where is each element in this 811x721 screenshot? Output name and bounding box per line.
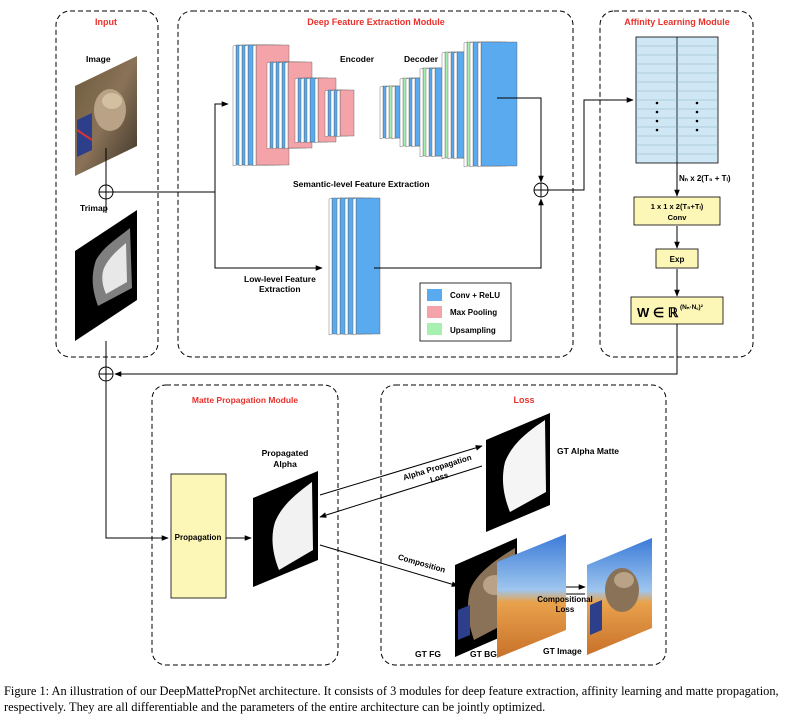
legend-swatch-conv [427,289,442,301]
gt-alpha-label: GT Alpha Matte [557,446,619,456]
concat-node-3 [98,366,114,382]
semantic-label: Semantic-level Feature Extraction [293,179,430,189]
propagated-label-2: Alpha [273,459,297,469]
image-label: Image [86,54,111,64]
encoder-layer-15 [336,89,355,138]
trimap-image [75,210,137,341]
propagated-alpha-image [253,471,318,587]
gt-image [587,538,652,655]
input-module-box [55,10,159,358]
deep-feature-title: Deep Feature Extraction Module [307,17,445,27]
propagated-label-1: Propagated [262,448,309,458]
gt-alpha-matte-image [486,413,550,532]
affinity-matrix [635,36,719,164]
legend-swatch-up [427,323,442,335]
encoder-label: Encoder [340,54,375,64]
lowlevel-label-2: Extraction [259,284,301,294]
legend-up-label: Upsampling [450,326,496,335]
input-image [75,56,137,176]
decoder-label: Decoder [404,54,439,64]
deep-feature-module-box [177,10,574,358]
loss-module-box [380,384,667,666]
comp-loss-label-1: Compositional [537,595,593,604]
gt-bg-label: GT BG [470,649,497,659]
legend-pool-label: Max Pooling [450,308,497,317]
composition-label: Composition [397,553,447,575]
w-exponent: (Nₙ·N꜀)² [680,304,704,311]
lowlevel-label-1: Low-level Feature [244,274,316,284]
w-label: W ∈ ℝ [637,305,679,320]
matte-propagation-module-box [151,384,339,666]
propagation-box [170,473,227,599]
exp-box [655,248,699,269]
concat-node-2 [533,182,549,198]
concat-node-1 [98,184,114,200]
lowlevel-layer-4 [352,197,381,336]
w-box [630,296,724,325]
gt-fg-label: GT FG [415,649,441,659]
matrix-dims-label: Nₙ x 2(T₅ + Tₗ) [679,174,731,183]
figure-caption: Figure 1: An illustration of our DeepMat… [4,684,779,714]
exp-label: Exp [670,255,685,264]
legend-swatch-pool [427,306,442,318]
legend-conv-label: Conv + ReLU [450,291,500,300]
conv-label-2: Conv [668,213,688,222]
lowlevel-blocks [328,197,381,336]
trimap-label: Trimap [80,203,108,213]
affinity-module-box [599,10,754,358]
comp-loss-label-2: Loss [556,605,575,614]
decoder-layer-15 [477,41,518,168]
affinity-title: Affinity Learning Module [624,17,730,27]
loss-title: Loss [513,395,534,405]
decoder-blocks [379,41,518,168]
propagation-label: Propagation [175,533,222,542]
conv-box [633,196,721,226]
gt-image-label: GT Image [543,646,582,656]
gt-bg-image [497,534,566,658]
matte-propagation-title: Matte Propagation Module [192,395,299,405]
input-title: Input [95,17,117,27]
encoder-blocks [232,44,355,167]
conv-label-1: 1 x 1 x 2(T₅+Tₗ) [651,202,704,211]
legend: Conv + ReLU Max Pooling Upsampling [419,282,512,342]
